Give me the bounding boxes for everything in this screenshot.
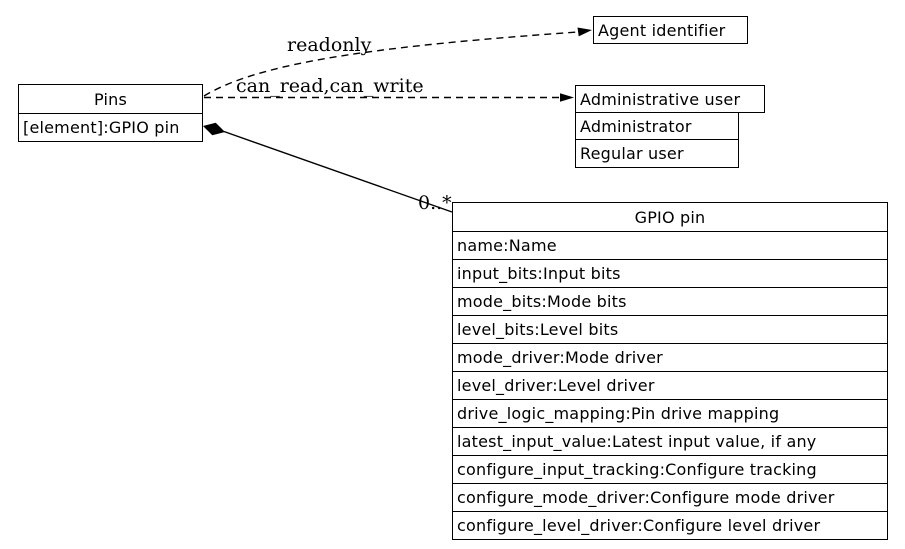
gpio-attribute-row: mode_driver:Mode driver xyxy=(453,343,887,371)
gpio-attribute-row: configure_input_tracking:Configure track… xyxy=(453,455,887,483)
node-administrator: Administrator xyxy=(575,112,739,140)
node-pins: Pins [element]:GPIO pin xyxy=(18,84,203,142)
node-administrative-user: Administrative user xyxy=(575,85,765,113)
gpio-attribute-row: name:Name xyxy=(453,231,887,259)
agent-identifier-label: Agent identifier xyxy=(598,20,726,40)
node-agent-identifier: Agent identifier xyxy=(593,16,748,44)
composition-diamond xyxy=(203,122,225,136)
readonly-edge-label: readonly xyxy=(287,34,372,56)
node-regular-user: Regular user xyxy=(575,139,739,168)
administrator-label: Administrator xyxy=(580,116,692,136)
gpio-attribute-row: configure_mode_driver:Configure mode dri… xyxy=(453,483,887,511)
can-read-write-edge-label: can_read,can_write xyxy=(236,75,424,97)
node-gpio-pin: GPIO pin name:Name input_bits:Input bits… xyxy=(452,202,888,540)
gpio-attribute-row: input_bits:Input bits xyxy=(453,259,887,287)
gpio-attribute-row: level_bits:Level bits xyxy=(453,315,887,343)
gpio-attribute-row: latest_input_value:Latest input value, i… xyxy=(453,427,887,455)
gpio-pin-title: GPIO pin xyxy=(634,207,706,227)
can-read-write-arrowhead xyxy=(560,93,574,102)
gpio-attribute-row: mode_bits:Mode bits xyxy=(453,287,887,315)
gpio-attribute-row: level_driver:Level driver xyxy=(453,371,887,399)
gpio-attribute-row: configure_level_driver:Configure level d… xyxy=(453,511,887,539)
gpio-attribute-row: drive_logic_mapping:Pin drive mapping xyxy=(453,399,887,427)
readonly-edge xyxy=(203,31,579,97)
administrative-user-label: Administrative user xyxy=(580,89,741,109)
pins-attribute-row: [element]:GPIO pin xyxy=(19,113,202,141)
readonly-arrowhead xyxy=(577,27,592,37)
composition-edge xyxy=(223,130,453,213)
multiplicity-label: 0..* xyxy=(418,192,452,214)
pins-title: Pins xyxy=(93,89,128,109)
regular-user-label: Regular user xyxy=(580,144,684,163)
